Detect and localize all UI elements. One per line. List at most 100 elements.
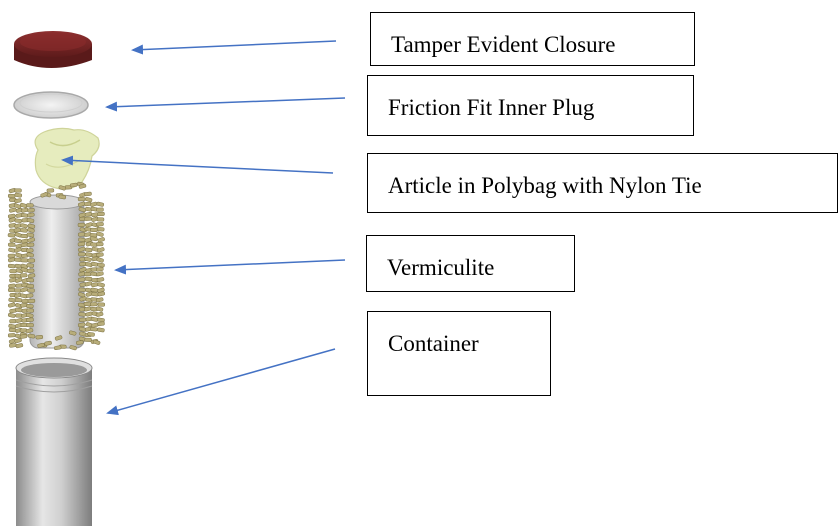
vermiculite-granule [7,213,16,219]
vermiculite-granule [96,266,104,272]
vermiculite-granule [97,282,105,288]
vermiculite-granule [97,237,105,243]
vermiculite-granule [84,196,93,203]
vermiculite-granule [84,337,92,342]
vermiculite-granule [7,193,16,199]
vermiculite-granule [14,277,23,283]
vermiculite-granule [96,222,104,227]
vermiculite-granule [21,238,29,244]
vermiculite-granule [26,317,34,323]
vermiculite-granule [26,203,34,208]
vermiculite-granule [96,217,105,222]
vermiculite-granule [95,297,104,303]
vermiculite-granule [13,228,22,233]
vermiculite-granule [26,268,35,273]
vermiculite-granule [90,316,99,322]
vermiculite-granule [84,191,92,197]
vermiculite-granule [90,326,98,332]
arrow-plug [105,97,346,112]
vermiculite-granule [68,330,77,336]
vermiculite-granule [7,233,16,238]
vermiculite-granule [84,256,92,262]
vermiculite-granule [78,317,87,322]
vermiculite-granule [26,277,35,283]
vermiculite-granule [7,312,16,318]
vermiculite-granule [95,311,104,317]
vermiculite-granule [26,312,34,318]
vermiculite-granule [96,257,104,263]
vermiculite-granule [84,247,93,253]
vermiculite-granule [26,283,35,289]
vermiculite-granule [69,182,78,188]
vermiculite-granule [84,216,92,221]
vermiculite-granule [27,333,36,339]
vermiculite-granule [97,321,105,326]
container-shape [15,357,93,526]
vermiculite-granule [77,241,86,247]
vermiculite-granule [37,342,45,348]
vermiculite-granule [85,252,93,257]
vermiculite-granule [84,276,93,281]
vermiculite-granules [7,181,106,351]
label-text: Tamper Evident Closure [391,32,616,57]
inner-cylinder-shape [29,194,85,349]
vermiculite-granule [97,302,106,307]
label-tamper-evident-closure: Tamper Evident Closure [370,12,695,66]
vermiculite-granule [35,334,44,340]
vermiculite-granule [14,338,22,344]
vermiculite-granule [26,263,35,268]
vermiculite-granule [77,322,86,328]
vermiculite-granule [20,287,28,293]
vermiculite-granule [20,228,28,233]
polybag-shape [34,127,100,190]
inner-plug-shape [13,91,89,119]
vermiculite-granule [97,262,105,268]
closure-shape [14,31,92,68]
vermiculite-granule [97,317,105,323]
label-text: Container [388,331,479,356]
vermiculite-granule [7,242,16,247]
vermiculite-granule [14,188,22,193]
vermiculite-granule [25,248,34,253]
vermiculite-granule [78,252,86,257]
vermiculite-granule [26,252,34,258]
vermiculite-granule [27,223,36,229]
vermiculite-granule [27,288,35,293]
vermiculite-granule [14,307,23,313]
vermiculite-granule [76,340,84,345]
vermiculite-granule [97,211,105,217]
vermiculite-granule [92,339,101,345]
vermiculite-granule [90,236,98,242]
vermiculite-granule [53,345,62,351]
vermiculite-granule [14,297,23,303]
vermiculite-granule [96,271,104,277]
vermiculite-granule [14,288,22,293]
vermiculite-granule [96,201,105,207]
label-article-in-polybag: Article in Polybag with Nylon Tie [367,153,838,213]
vermiculite-granule [14,218,23,223]
vermiculite-granule [14,192,23,198]
vermiculite-granule [9,319,17,324]
vermiculite-granule [19,334,28,339]
vermiculite-granule [7,287,16,292]
vermiculite-granule [46,188,55,193]
vermiculite-granule [27,227,35,233]
vermiculite-granule [26,242,35,248]
vermiculite-granule [78,237,86,243]
vermiculite-granule [77,292,86,298]
vermiculite-granule [26,303,34,309]
vermiculite-granule [20,223,28,229]
vermiculite-granule [78,312,86,317]
vermiculite-granule [77,222,86,228]
arrow-vermiculite [114,259,346,275]
vermiculite-granule [40,192,48,198]
arrow-polybag [61,155,334,174]
arrow-container [106,348,336,416]
label-text: Friction Fit Inner Plug [388,95,595,120]
vermiculite-granule [87,332,95,337]
vermiculite-granule [54,335,63,341]
vermiculite-granule [7,333,16,338]
vermiculite-granule [20,258,29,263]
label-vermiculite: Vermiculite [366,235,575,292]
vermiculite-granule [7,263,16,269]
